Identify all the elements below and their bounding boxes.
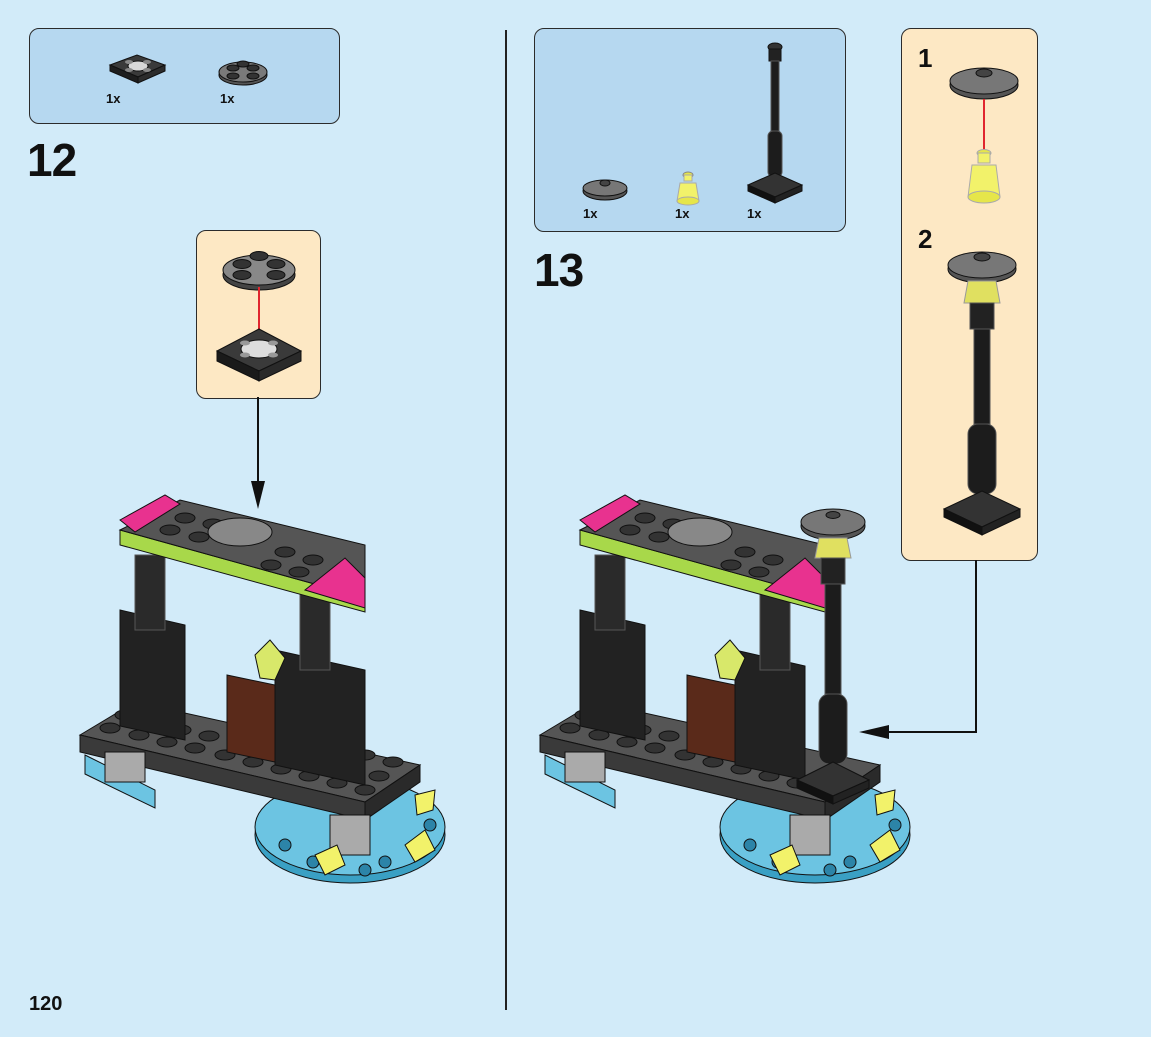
assembled-lamp-post-icon	[942, 251, 1022, 536]
substep-number: 2	[918, 224, 933, 254]
part-qty: 1x	[675, 206, 690, 221]
step12-callout	[196, 230, 321, 399]
substep-number: 1	[918, 43, 933, 73]
connector-arrow-icon	[859, 560, 977, 739]
grey-round-plate-icon	[218, 60, 268, 86]
step13-parts-box: 1x 1x 1x	[534, 28, 846, 232]
dark-grey-dish-icon	[582, 179, 628, 201]
down-arrow-icon	[251, 397, 265, 509]
step-number: 12	[27, 134, 77, 186]
step13-callout: 1 2	[901, 28, 1038, 561]
round-plate-assembly-icon	[215, 251, 303, 382]
part-qty: 1x	[220, 91, 235, 106]
part-qty: 1x	[747, 206, 762, 221]
page-divider	[505, 30, 507, 1010]
black-lamp-post-icon	[746, 42, 804, 204]
step-number: 13	[534, 244, 584, 296]
trans-yellow-lamp-cone-icon	[676, 171, 700, 206]
step12-parts-box: 1x 1x	[29, 28, 340, 124]
model-step13-illustration	[538, 494, 911, 884]
part-qty: 1x	[583, 206, 598, 221]
page-number: 120	[29, 993, 63, 1015]
model-step12-illustration	[78, 494, 446, 884]
part-qty: 1x	[106, 91, 121, 106]
black-plate-with-holes-icon	[108, 54, 167, 84]
dish-onto-lamp-icon	[949, 67, 1019, 204]
